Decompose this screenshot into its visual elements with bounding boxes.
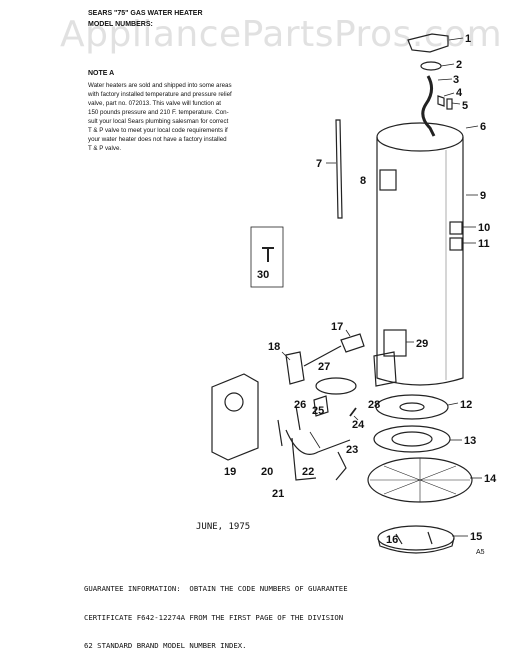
part-11-bracket: [449, 237, 463, 251]
part-1-top-cover: [407, 33, 449, 53]
leader-3: [437, 78, 453, 81]
leader-4: [443, 92, 455, 97]
guarantee-info: GUARANTEE INFORMATION: OBTAIN THE CODE N…: [84, 565, 348, 670]
note-line: sult your local Sears plumbing salesman …: [88, 118, 229, 125]
part-label: 10: [478, 222, 490, 234]
part-label: 26: [294, 399, 306, 411]
part-16-legs: [395, 531, 433, 545]
note-line: T & P valve.: [88, 145, 122, 152]
part-label: 9: [480, 190, 486, 202]
part-23-orifice: [335, 451, 347, 481]
guarantee-line: 62 STANDARD BRAND MODEL NUMBER INDEX.: [84, 641, 247, 650]
part-label: 14: [484, 473, 497, 485]
part-12-insulation-ring: [375, 394, 449, 420]
part-label: 25: [312, 405, 324, 417]
note-line: 150 pounds pressure and 210 F. temperatu…: [88, 109, 229, 116]
part-18-line: [303, 345, 342, 367]
part-label: 8: [360, 175, 366, 187]
part-label: 1: [465, 33, 471, 45]
part-label: 23: [346, 444, 358, 456]
part-label: 21: [272, 488, 284, 500]
part-label: 28: [368, 399, 380, 411]
part-25-pilot: [313, 395, 329, 417]
part-26-thermocouple: [295, 405, 301, 431]
part-13-hole: [391, 431, 433, 447]
part-label: 12: [460, 399, 472, 411]
part-30-screw: [262, 247, 274, 262]
part-label: 29: [416, 338, 428, 350]
note-line: with factory installed temperature and p…: [88, 91, 232, 98]
leader-1: [448, 37, 464, 41]
leader-5: [451, 102, 461, 105]
leader-2: [440, 63, 455, 67]
part-label: 15: [470, 531, 482, 543]
diagram-title: SEARS "75" GAS WATER HEATER: [88, 10, 203, 17]
part-label: 16: [386, 534, 398, 546]
part-label: 2: [456, 59, 462, 71]
part-label: 3: [453, 74, 459, 86]
part-14-spokes: [370, 458, 470, 502]
leader-24: [353, 415, 359, 421]
tank-shell: [376, 137, 464, 386]
leader-12: [447, 402, 459, 406]
note-line: valve, part no. 072013. This valve will …: [88, 100, 221, 107]
part-2-ring: [420, 61, 442, 71]
guarantee-line: GUARANTEE INFORMATION: OBTAIN THE CODE N…: [84, 584, 348, 593]
part-label: 7: [316, 158, 322, 170]
part-15-base-wall: [377, 537, 455, 554]
part-4-fitting: [437, 95, 445, 107]
part-24-screw: [349, 407, 357, 417]
part-label: 6: [480, 121, 486, 133]
part-19-door: [211, 373, 259, 461]
part-label: 22: [302, 466, 314, 478]
part-label: 13: [464, 435, 476, 447]
part-17-valve: [340, 333, 365, 353]
part-29-panel: [383, 329, 407, 357]
part-19-window: [224, 392, 244, 412]
note-line: Water heaters are sold and shipped into …: [88, 82, 232, 89]
diagram-header: SEARS "75" GAS WATER HEATER MODEL NUMBER…: [88, 8, 203, 30]
part-5-nipple: [446, 98, 453, 110]
note-body: Water heaters are sold and shipped into …: [88, 81, 298, 153]
exploded-parts-drawing: 1 2 3 4 5 6 7 8 9 10 11 12 13 14 15 16 1…: [211, 33, 497, 554]
part-18-thermostat: [285, 351, 305, 385]
part-30-card: [250, 226, 284, 288]
part-28-cover: [373, 351, 397, 387]
diagram-date: JUNE, 1975: [196, 522, 251, 532]
parts-diagram-page: AppliancePartsPros.com SEARS "75" GAS WA…: [60, 8, 502, 650]
model-numbers-label: MODEL NUMBERS:: [88, 21, 153, 28]
part-3-baffle: [421, 75, 436, 137]
part-21-tube: [291, 437, 317, 481]
guarantee-line: CERTIFICATE F642-12274A FROM THE FIRST P…: [84, 612, 344, 622]
note-title: NOTE A: [88, 70, 115, 77]
part-12-hole: [399, 402, 425, 412]
part-label: 11: [478, 238, 490, 250]
part-label: 19: [224, 466, 236, 478]
part-13-ring: [373, 425, 451, 453]
part-label: 30: [257, 269, 269, 281]
part-8-plate: [379, 169, 397, 191]
part-label: 5: [462, 100, 468, 112]
leader-17: [345, 329, 351, 337]
leader-18: [281, 351, 291, 361]
note-line: your water heater does not have a factor…: [88, 136, 227, 143]
part-20-tube: [277, 419, 283, 447]
part-22-manifold: [285, 429, 351, 455]
part-7-anode-rod: [335, 119, 343, 219]
part-label: 27: [318, 361, 330, 373]
part-label: 18: [268, 341, 280, 353]
part-27-burner: [315, 377, 357, 395]
leader-6: [465, 125, 479, 129]
part-10-bracket: [449, 221, 463, 235]
part-label: 17: [331, 321, 343, 333]
part-label: 24: [352, 419, 365, 431]
diagram-code: A5: [476, 549, 485, 556]
part-label: 20: [261, 466, 273, 478]
note-line: T & P valve to meet your local code requ…: [88, 127, 228, 134]
part-label: 4: [456, 87, 463, 99]
tank-top: [376, 122, 464, 152]
leader-22: [309, 431, 321, 449]
